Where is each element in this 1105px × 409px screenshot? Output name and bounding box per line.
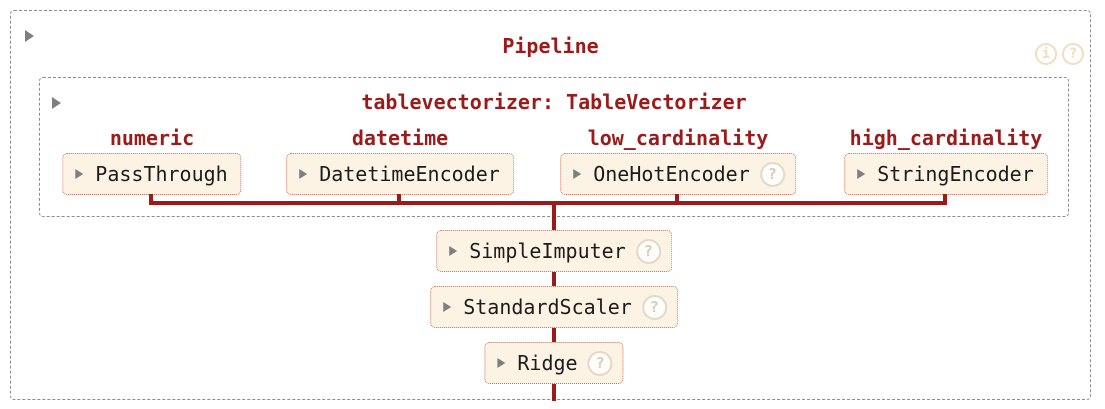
estimator-standardscaler[interactable]: StandardScaler ?: [430, 286, 678, 328]
estimator-label: StandardScaler: [463, 295, 632, 319]
connector-to-simpleimputer: [552, 201, 556, 230]
pipeline-collapse-arrow-icon[interactable]: [25, 30, 34, 42]
estimator-ridge[interactable]: Ridge ?: [484, 342, 624, 384]
info-icon[interactable]: i: [1035, 43, 1057, 65]
column-header-high-cardinality: high_cardinality: [849, 126, 1043, 150]
column-header-datetime: datetime: [351, 126, 449, 150]
estimator-label: PassThrough: [95, 162, 228, 186]
estimator-passthrough[interactable]: PassThrough: [62, 153, 242, 195]
estimator-label: OneHotEncoder: [593, 162, 750, 186]
estimator-simpleimputer[interactable]: SimpleImputer ?: [436, 230, 672, 272]
estimator-label: Ridge: [517, 351, 578, 375]
column-header-numeric: numeric: [109, 126, 195, 150]
connector-stub-high-cardinality: [943, 194, 947, 203]
doc-help-icon[interactable]: ?: [635, 238, 661, 264]
estimator-onehotencoder[interactable]: OneHotEncoder ?: [560, 153, 796, 195]
connector-stub-datetime: [397, 194, 401, 203]
column-header-low-cardinality: low_cardinality: [587, 126, 769, 150]
estimator-stringencoder[interactable]: StringEncoder: [844, 153, 1048, 195]
collapse-arrow-icon: [443, 302, 452, 312]
estimator-datetimeencoder[interactable]: DatetimeEncoder: [286, 153, 514, 195]
estimator-label: StringEncoder: [877, 162, 1034, 186]
collapse-arrow-icon: [299, 169, 308, 179]
doc-help-icon[interactable]: ?: [641, 294, 667, 320]
collapse-arrow-icon: [75, 169, 84, 179]
connector-stub-numeric: [149, 194, 153, 203]
connector-to-ridge: [552, 328, 556, 342]
doc-help-icon[interactable]: ?: [587, 350, 613, 376]
tablevectorizer-title[interactable]: tablevectorizer: TableVectorizer: [361, 90, 747, 114]
pipeline-container: Pipeline i ? tablevectorizer: TableVecto…: [10, 10, 1091, 401]
collapse-arrow-icon: [449, 246, 458, 256]
tablevectorizer-container: tablevectorizer: TableVectorizer numeric…: [39, 77, 1069, 217]
connector-output: [552, 384, 556, 401]
help-icon[interactable]: ?: [1062, 43, 1084, 65]
collapse-arrow-icon: [857, 169, 866, 179]
collapse-arrow-icon: [497, 358, 506, 368]
estimator-label: SimpleImputer: [469, 239, 626, 263]
connector-to-standardscaler: [552, 272, 556, 286]
connector-bus: [149, 201, 947, 205]
pipeline-title[interactable]: Pipeline: [502, 34, 599, 58]
doc-links: i ?: [1035, 43, 1084, 65]
estimator-label: DatetimeEncoder: [319, 162, 500, 186]
doc-help-icon[interactable]: ?: [759, 161, 785, 187]
connector-stub-low-cardinality: [675, 194, 679, 203]
tablevectorizer-collapse-arrow-icon[interactable]: [52, 97, 61, 109]
collapse-arrow-icon: [573, 169, 582, 179]
